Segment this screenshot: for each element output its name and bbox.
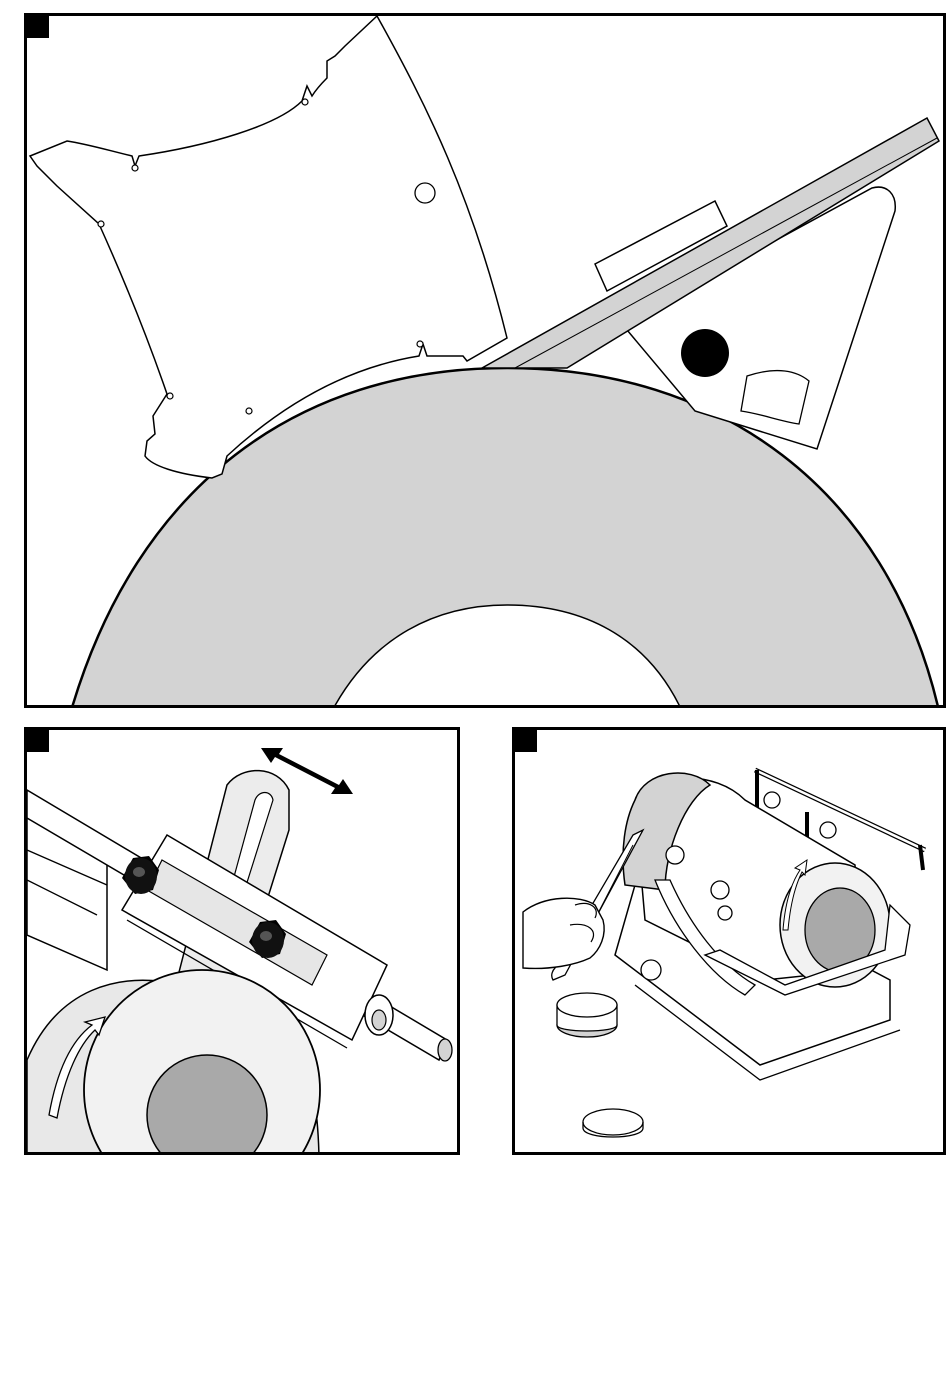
notch-dot (167, 393, 173, 399)
jig-plate-dot (681, 329, 729, 377)
notch-dot (302, 99, 308, 105)
housing-knob (666, 846, 684, 864)
housing-knob (718, 906, 732, 920)
compound-disc (583, 1109, 643, 1135)
notch-dot (98, 221, 104, 227)
figure-2-panel (24, 727, 460, 1155)
notch-dot (132, 165, 138, 171)
rail-knob (764, 792, 780, 808)
figure-1-drawing (27, 16, 946, 708)
guide-plate-hole (415, 183, 435, 203)
rod-collar-inner (372, 1010, 386, 1030)
figure-3-panel (512, 727, 946, 1155)
housing-knob (711, 881, 729, 899)
notch-dot (417, 341, 423, 347)
rail-knob (820, 822, 836, 838)
notch-dot (246, 408, 252, 414)
figure-3-drawing (515, 730, 946, 1155)
figure-2-drawing (27, 730, 460, 1155)
compound-tin-lid (557, 993, 617, 1017)
hand (523, 898, 604, 968)
housing-bolt (641, 960, 661, 980)
support-rod-end (438, 1039, 452, 1061)
figure-1-panel (24, 13, 946, 708)
